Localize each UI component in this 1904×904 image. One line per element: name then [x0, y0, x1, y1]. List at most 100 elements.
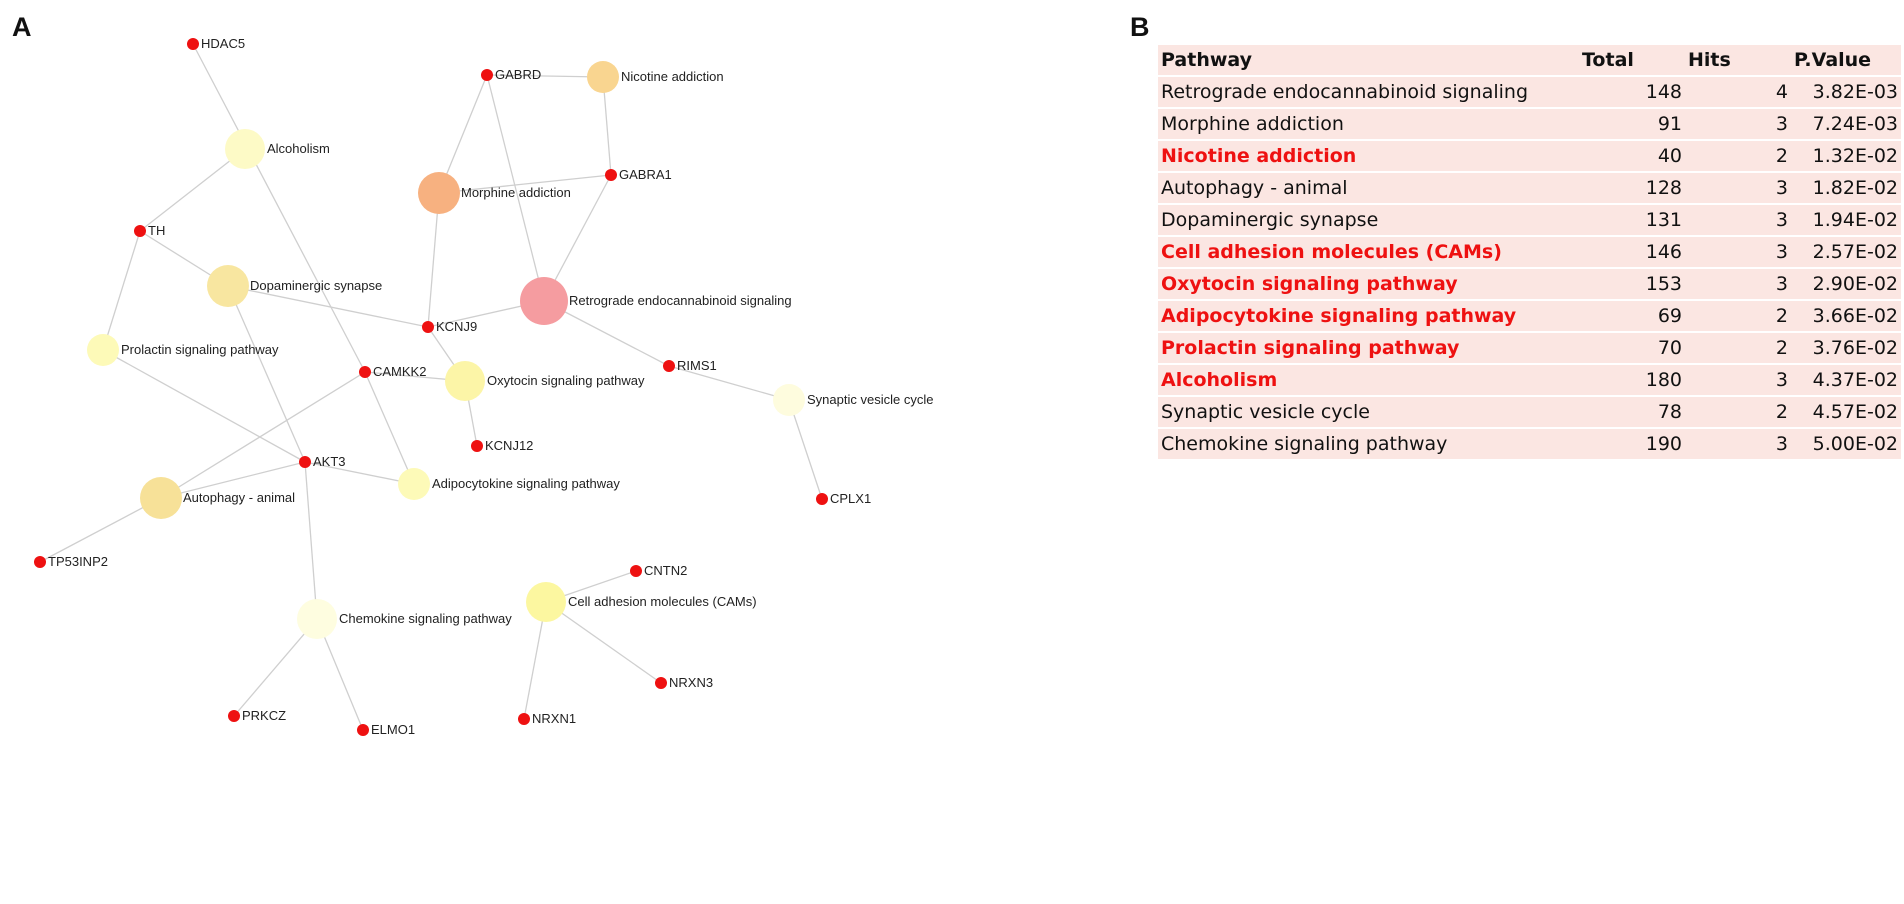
- gene-label: NRXN1: [532, 711, 576, 726]
- pathway-circle: [587, 61, 619, 93]
- pathway-circle: [225, 129, 265, 169]
- edge-GABRA1-morphine: [438, 174, 612, 194]
- pathway-name-cell: Cell adhesion molecules (CAMs): [1158, 236, 1579, 269]
- pathway-label: Chemokine signaling pathway: [339, 611, 512, 626]
- gene-dot: [630, 565, 642, 577]
- pathway-name-cell: Nicotine addiction: [1158, 140, 1579, 173]
- edge-prolactin-AKT3: [102, 349, 306, 463]
- total-cell: 70: [1579, 332, 1685, 365]
- pathway-circle: [140, 477, 182, 519]
- gene-node-NRXN3: NRXN3: [655, 675, 713, 690]
- header-total: Total: [1579, 45, 1685, 77]
- gene-label: CPLX1: [830, 491, 871, 506]
- panel-a-letter: A: [12, 12, 32, 42]
- hits-cell: 2: [1685, 396, 1791, 429]
- pathway-circle: [207, 265, 249, 307]
- gene-dot: [655, 677, 667, 689]
- gene-dot: [471, 440, 483, 452]
- pvalue-cell: 3.76E-02: [1791, 332, 1901, 365]
- pathway-name-cell: Alcoholism: [1158, 364, 1579, 397]
- header-hits: Hits: [1685, 45, 1791, 77]
- pathway-circle: [520, 277, 568, 325]
- gene-dot: [134, 225, 146, 237]
- pvalue-cell: 5.00E-02: [1791, 428, 1901, 461]
- pathway-label: Alcoholism: [267, 141, 330, 156]
- total-cell: 78: [1579, 396, 1685, 429]
- gene-label: CAMKK2: [373, 364, 426, 379]
- edge-TH-prolactin: [102, 230, 141, 351]
- gene-label: KCNJ12: [485, 438, 533, 453]
- edge-AKT3-adipocytokine: [304, 461, 415, 485]
- edge-GABRD-nicotine: [486, 74, 604, 78]
- pvalue-cell: 2.90E-02: [1791, 268, 1901, 301]
- pathway-circle: [526, 582, 566, 622]
- gene-node-CAMKK2: CAMKK2: [359, 364, 426, 379]
- total-cell: 190: [1579, 428, 1685, 461]
- edge-chemokine-ELMO1: [316, 618, 364, 731]
- gene-node-KCNJ12: KCNJ12: [471, 438, 533, 453]
- pathway-label: Adipocytokine signaling pathway: [432, 476, 620, 491]
- pvalue-cell: 4.57E-02: [1791, 396, 1901, 429]
- pathway-circle: [398, 468, 430, 500]
- pathway-node-nicotine: Nicotine addiction: [587, 61, 724, 93]
- pathway-node-oxytocin: Oxytocin signaling pathway: [445, 361, 645, 401]
- gene-node-PRKCZ: PRKCZ: [228, 708, 286, 723]
- pathway-circle: [773, 384, 805, 416]
- pathway-node-retrograde: Retrograde endocannabinoid signaling: [520, 277, 792, 325]
- gene-label: NRXN3: [669, 675, 713, 690]
- edge-dopaminergic-KCNJ9: [227, 285, 429, 328]
- hits-cell: 3: [1685, 428, 1791, 461]
- gene-label: GABRA1: [619, 167, 672, 182]
- total-cell: 180: [1579, 364, 1685, 397]
- gene-dot: [187, 38, 199, 50]
- gene-node-NRXN1: NRXN1: [518, 711, 576, 726]
- pathway-label: Retrograde endocannabinoid signaling: [569, 293, 792, 308]
- hits-cell: 3: [1685, 172, 1791, 205]
- gene-label: RIMS1: [677, 358, 717, 373]
- pvalue-cell: 7.24E-03: [1791, 108, 1901, 141]
- pathway-node-prolactin: Prolactin signaling pathway: [87, 334, 279, 366]
- hits-cell: 3: [1685, 236, 1791, 269]
- pvalue-cell: 3.66E-02: [1791, 300, 1901, 333]
- edge-nicotine-GABRA1: [602, 76, 612, 176]
- gene-node-GABRD: GABRD: [481, 67, 541, 82]
- gene-dot: [299, 456, 311, 468]
- edge-AKT3-autophagy: [160, 461, 306, 499]
- edge-GABRD-retrograde: [486, 74, 545, 302]
- pathway-label: Dopaminergic synapse: [250, 278, 382, 293]
- gene-node-CNTN2: CNTN2: [630, 563, 687, 578]
- pathway-name-cell: Oxytocin signaling pathway: [1158, 268, 1579, 301]
- pvalue-cell: 4.37E-02: [1791, 364, 1901, 397]
- panel-b-letter: B: [1130, 12, 1150, 42]
- pvalue-cell: 1.32E-02: [1791, 140, 1901, 173]
- pathway-name-cell: Synaptic vesicle cycle: [1158, 396, 1579, 429]
- pathway-circle: [297, 599, 337, 639]
- gene-label: TH: [148, 223, 165, 238]
- edge-HDAC5-CAMKK2: [192, 43, 366, 373]
- edge-cams-NRXN3: [545, 601, 662, 684]
- pvalue-cell: 1.94E-02: [1791, 204, 1901, 237]
- pathway-name-cell: Prolactin signaling pathway: [1158, 332, 1579, 365]
- gene-dot: [359, 366, 371, 378]
- pathway-label: Nicotine addiction: [621, 69, 724, 84]
- gene-label: AKT3: [313, 454, 346, 469]
- edge-GABRD-morphine: [438, 74, 488, 194]
- gene-node-AKT3: AKT3: [299, 454, 346, 469]
- pathway-node-autophagy: Autophagy - animal: [140, 477, 295, 519]
- hits-cell: 3: [1685, 204, 1791, 237]
- total-cell: 128: [1579, 172, 1685, 205]
- pathway-enrichment-table: Pathway Total Hits P.Value Retrograde en…: [1158, 45, 1901, 461]
- gene-label: TP53INP2: [48, 554, 108, 569]
- hits-cell: 2: [1685, 140, 1791, 173]
- pathway-label: Cell adhesion molecules (CAMs): [568, 594, 757, 609]
- gene-label: CNTN2: [644, 563, 687, 578]
- pathway-node-adipocytokine: Adipocytokine signaling pathway: [398, 468, 620, 500]
- hits-cell: 2: [1685, 300, 1791, 333]
